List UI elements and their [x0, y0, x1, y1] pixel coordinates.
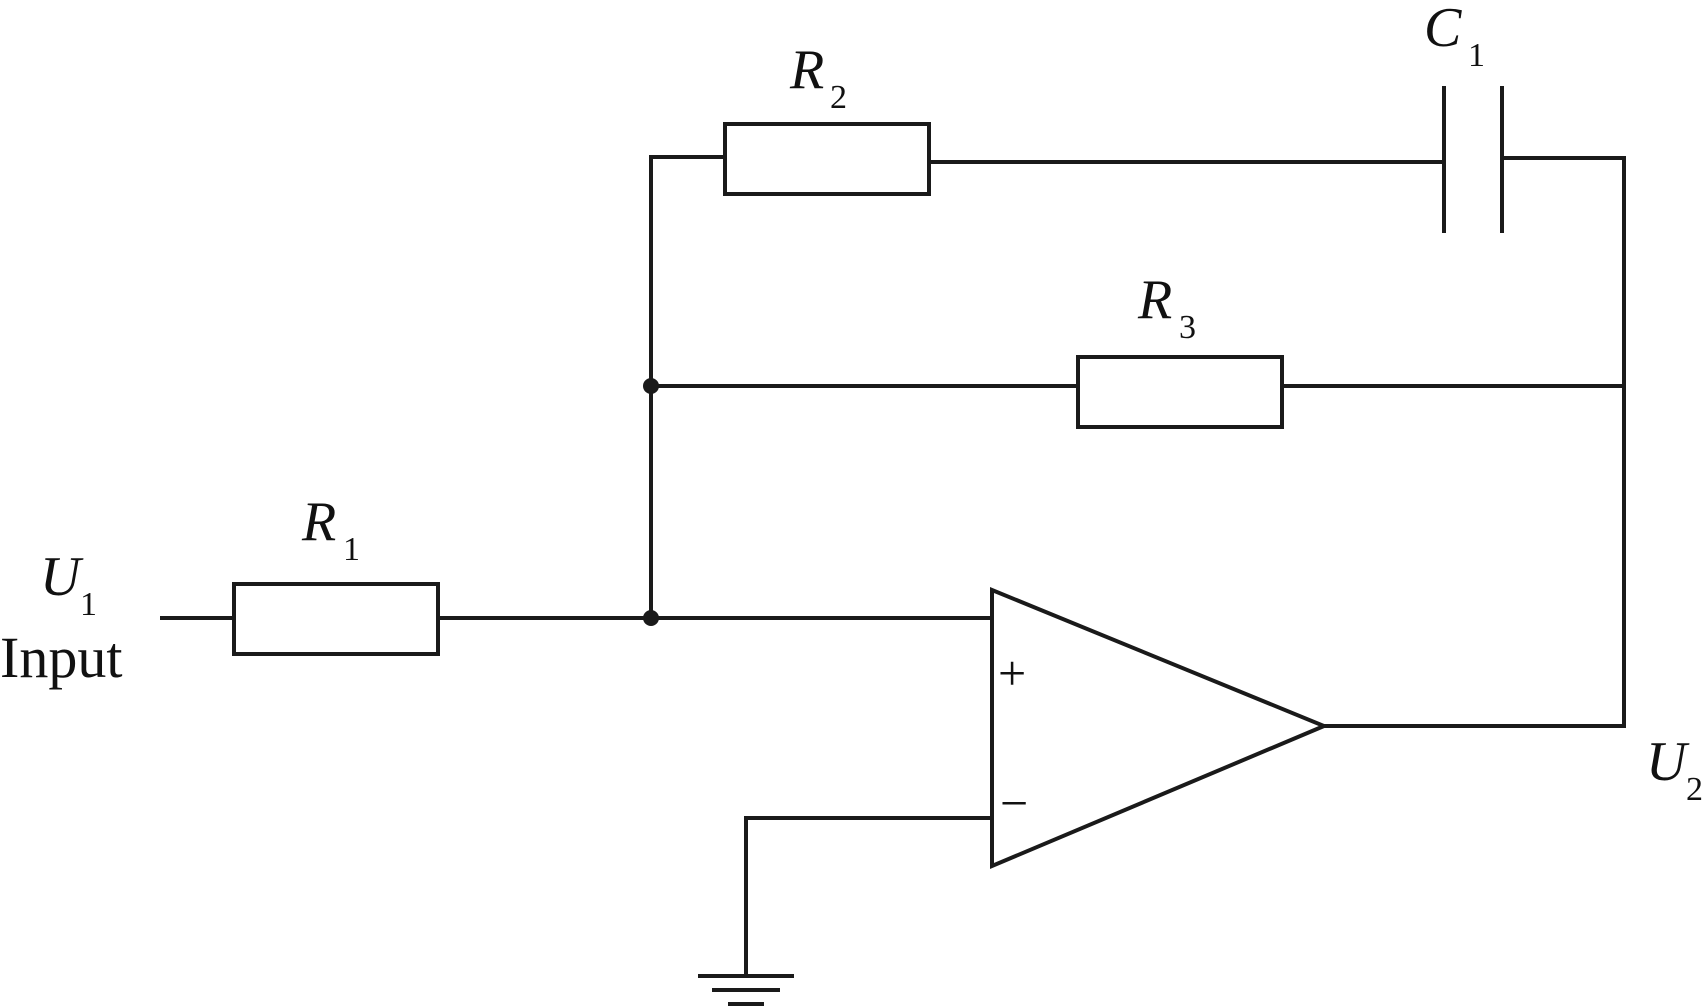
- label-r1-symbol: R: [301, 491, 336, 553]
- label-c1: C 1: [1424, 0, 1485, 74]
- label-r3-symbol: R: [1137, 269, 1172, 331]
- label-r1: R 1: [301, 491, 360, 568]
- label-r3-subscript: 3: [1179, 309, 1196, 346]
- wire-minus-to-ground: [744, 816, 994, 974]
- resistor-r1: [232, 582, 440, 656]
- label-u1-subscript: 1: [80, 586, 97, 623]
- label-r1-subscript: 1: [343, 531, 360, 568]
- resistor-r2: [723, 122, 931, 196]
- label-r2-symbol: R: [789, 39, 824, 101]
- label-r3: R 3: [1137, 269, 1196, 346]
- label-c1-subscript: 1: [1468, 37, 1485, 74]
- label-u2-subscript: 2: [1686, 771, 1703, 808]
- wires: [160, 155, 1626, 974]
- capacitor-c1: [1442, 86, 1504, 233]
- junction-dot-bottom: [643, 610, 659, 626]
- label-u1-symbol: U: [40, 546, 84, 608]
- opamp-triangle: [990, 587, 1330, 870]
- label-input-text: Input: [0, 625, 122, 690]
- label-u1: U 1: [40, 546, 97, 623]
- ground-symbol: [698, 974, 794, 1006]
- label-c1-symbol: C: [1424, 0, 1462, 59]
- label-u2-symbol: U: [1646, 731, 1690, 793]
- junction-dot-top: [643, 378, 659, 394]
- label-u2: U 2: [1646, 731, 1703, 808]
- label-r2: R 2: [789, 39, 847, 116]
- label-r2-subscript: 2: [830, 79, 847, 116]
- opamp-plus-sign: +: [998, 645, 1026, 701]
- opamp-minus-sign: −: [1000, 775, 1028, 831]
- resistor-r3: [1076, 355, 1284, 429]
